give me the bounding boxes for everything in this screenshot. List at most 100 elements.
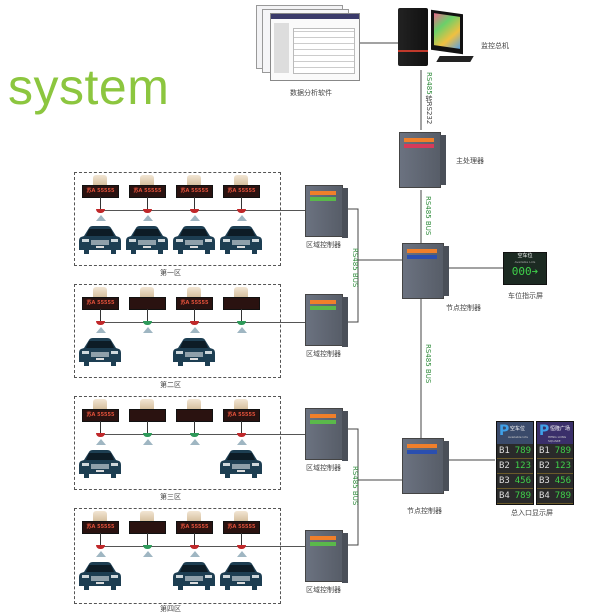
zone-controller-label: 区域控制器	[306, 464, 341, 472]
status-light-red	[237, 433, 246, 437]
level-name: B3	[539, 476, 550, 486]
status-light-red	[190, 545, 199, 549]
sign-stem	[147, 533, 148, 546]
sign-stem	[147, 421, 148, 434]
zone-label: 第三区	[160, 493, 181, 501]
sensor-icon	[143, 327, 153, 333]
level-name: B1	[539, 446, 550, 456]
sign-stem	[194, 309, 195, 322]
display-mount	[140, 287, 154, 297]
sign-stem	[100, 197, 101, 210]
space-indicator-screen: 空车位 Available Lots 000➔	[503, 252, 547, 285]
parked-car	[78, 448, 122, 480]
level-count: 789	[554, 446, 571, 456]
sensor-icon	[96, 327, 106, 333]
display-mount	[187, 175, 201, 185]
sensor-icon	[190, 439, 200, 445]
node-controller-1-label: 节点控制器	[446, 304, 481, 312]
sensor-icon	[237, 215, 247, 221]
panel-subtitle: Available lots	[508, 435, 528, 439]
panel-title: 恒隆广场	[550, 426, 571, 432]
zone-bus-lower	[343, 428, 359, 546]
level-row: B3 456	[537, 474, 573, 489]
arrow-right-icon: ➔	[531, 265, 539, 278]
zone-controller-1	[305, 185, 348, 238]
status-light-red	[237, 209, 246, 213]
host-computer	[398, 8, 478, 70]
status-light-red	[143, 209, 152, 213]
zone-boundary	[74, 396, 281, 490]
sensor-icon	[190, 215, 200, 221]
zone-controller-label: 区域控制器	[306, 241, 341, 249]
display-mount	[93, 287, 107, 297]
zone-label: 第一区	[160, 269, 181, 277]
zone-label: 第二区	[160, 381, 181, 389]
status-light-green	[143, 545, 152, 549]
space-display-sign: 苏A 55555	[223, 521, 260, 534]
parking-p-icon: P	[499, 423, 510, 439]
sign-stem	[194, 421, 195, 434]
status-light-red	[190, 321, 199, 325]
status-light-green	[143, 321, 152, 325]
sensor-icon	[143, 215, 153, 221]
sensor-icon	[96, 551, 106, 557]
level-count: 789	[514, 446, 531, 456]
main-processor	[399, 132, 446, 188]
level-name: B4	[499, 491, 510, 501]
entrance-display-label: 总入口显示屏	[511, 509, 553, 517]
parked-car	[219, 448, 263, 480]
display-mount	[140, 511, 154, 521]
display-mount	[234, 287, 248, 297]
sign-stem	[194, 533, 195, 546]
zone-bus-lower-label: RS485 BUS	[351, 466, 359, 506]
sign-stem	[147, 309, 148, 322]
sign-stem	[100, 421, 101, 434]
display-mount	[187, 511, 201, 521]
sensor-icon	[96, 215, 106, 221]
sensor-icon	[96, 439, 106, 445]
parked-car	[172, 336, 216, 368]
level-name: B2	[539, 461, 550, 471]
zone-boundary	[74, 284, 281, 378]
page-title: system	[8, 59, 170, 115]
level-row: B1 789	[537, 444, 573, 459]
display-mount	[187, 287, 201, 297]
parked-car	[219, 224, 263, 256]
indicator-header: 空车位	[517, 253, 533, 259]
sensor-icon	[237, 327, 247, 333]
zone-bus-line	[100, 434, 305, 435]
node-controller-2	[402, 438, 449, 494]
status-light-red	[96, 321, 105, 325]
sensor-icon	[143, 551, 153, 557]
zone-bus-line	[100, 210, 305, 211]
status-light-green	[237, 321, 246, 325]
display-mount	[140, 399, 154, 409]
sign-stem	[100, 533, 101, 546]
zone-bus-line	[100, 546, 305, 547]
space-indicator-label: 车位指示屏	[508, 292, 543, 300]
level-name: B1	[499, 446, 510, 456]
sign-stem	[147, 197, 148, 210]
level-count: 123	[514, 461, 531, 471]
zone-bus-upper	[343, 208, 359, 323]
space-display-sign: 苏A 55555	[82, 521, 119, 534]
level-count: 789	[554, 491, 571, 501]
zone-controller-label: 区域控制器	[306, 586, 341, 594]
host-link-label: RS485转RS232	[424, 72, 434, 124]
sign-stem	[241, 533, 242, 546]
sensor-icon	[190, 327, 200, 333]
indicator-sub: Available Lots	[514, 260, 536, 264]
sign-stem	[194, 197, 195, 210]
panel-subtitle: HENG LONG SQUARE	[548, 435, 567, 443]
level-count: 456	[554, 476, 571, 486]
level-count: 456	[514, 476, 531, 486]
node-controller-1	[402, 243, 449, 299]
parked-car	[78, 336, 122, 368]
parked-car	[172, 224, 216, 256]
zone-controller-4	[305, 530, 348, 583]
